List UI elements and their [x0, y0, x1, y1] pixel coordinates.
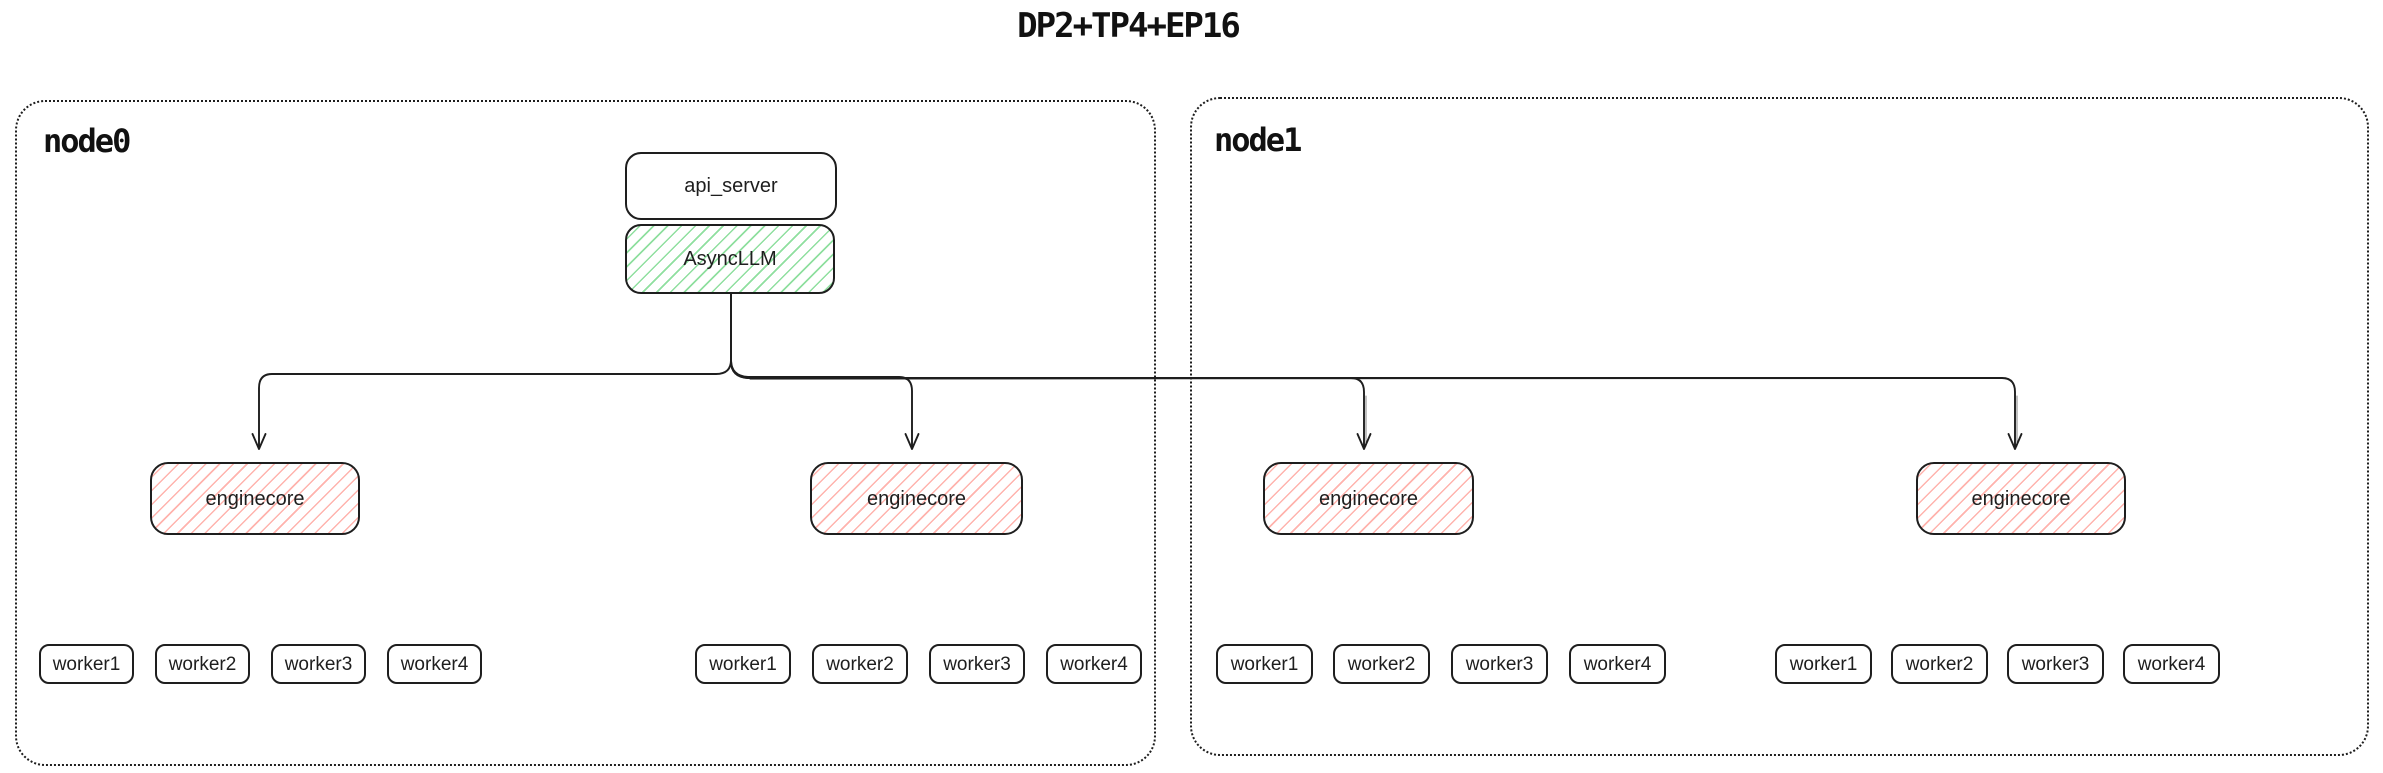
enginecore-box: enginecore	[1263, 462, 1474, 535]
worker-box: worker2	[1891, 644, 1988, 684]
enginecore-box: enginecore	[150, 462, 360, 535]
worker-box: worker3	[1451, 644, 1548, 684]
worker-box: worker3	[929, 644, 1025, 684]
node0-label: node0	[43, 122, 131, 160]
worker-box: worker4	[1569, 644, 1666, 684]
worker-box: worker3	[271, 644, 366, 684]
worker-box: worker2	[1333, 644, 1430, 684]
worker-box: worker2	[812, 644, 908, 684]
worker-box: worker1	[695, 644, 791, 684]
api-server-box: api_server	[625, 152, 837, 220]
node0-boundary: node0 api_server AsyncLLM enginecore eng…	[15, 100, 1156, 766]
worker-box: worker3	[2007, 644, 2104, 684]
worker-box: worker4	[2123, 644, 2220, 684]
enginecore-box: enginecore	[810, 462, 1023, 535]
node1-boundary: node1 enginecore enginecore worker1 work…	[1190, 97, 2369, 756]
worker-box: worker2	[155, 644, 250, 684]
worker-box: worker4	[387, 644, 482, 684]
worker-box: worker1	[1216, 644, 1313, 684]
enginecore-box: enginecore	[1916, 462, 2126, 535]
worker-box: worker1	[39, 644, 134, 684]
node1-label: node1	[1214, 121, 1302, 159]
worker-box: worker4	[1046, 644, 1142, 684]
diagram-title: DP2+TP4+EP16	[1017, 6, 1241, 46]
asyncllm-box: AsyncLLM	[625, 224, 835, 294]
worker-box: worker1	[1775, 644, 1872, 684]
